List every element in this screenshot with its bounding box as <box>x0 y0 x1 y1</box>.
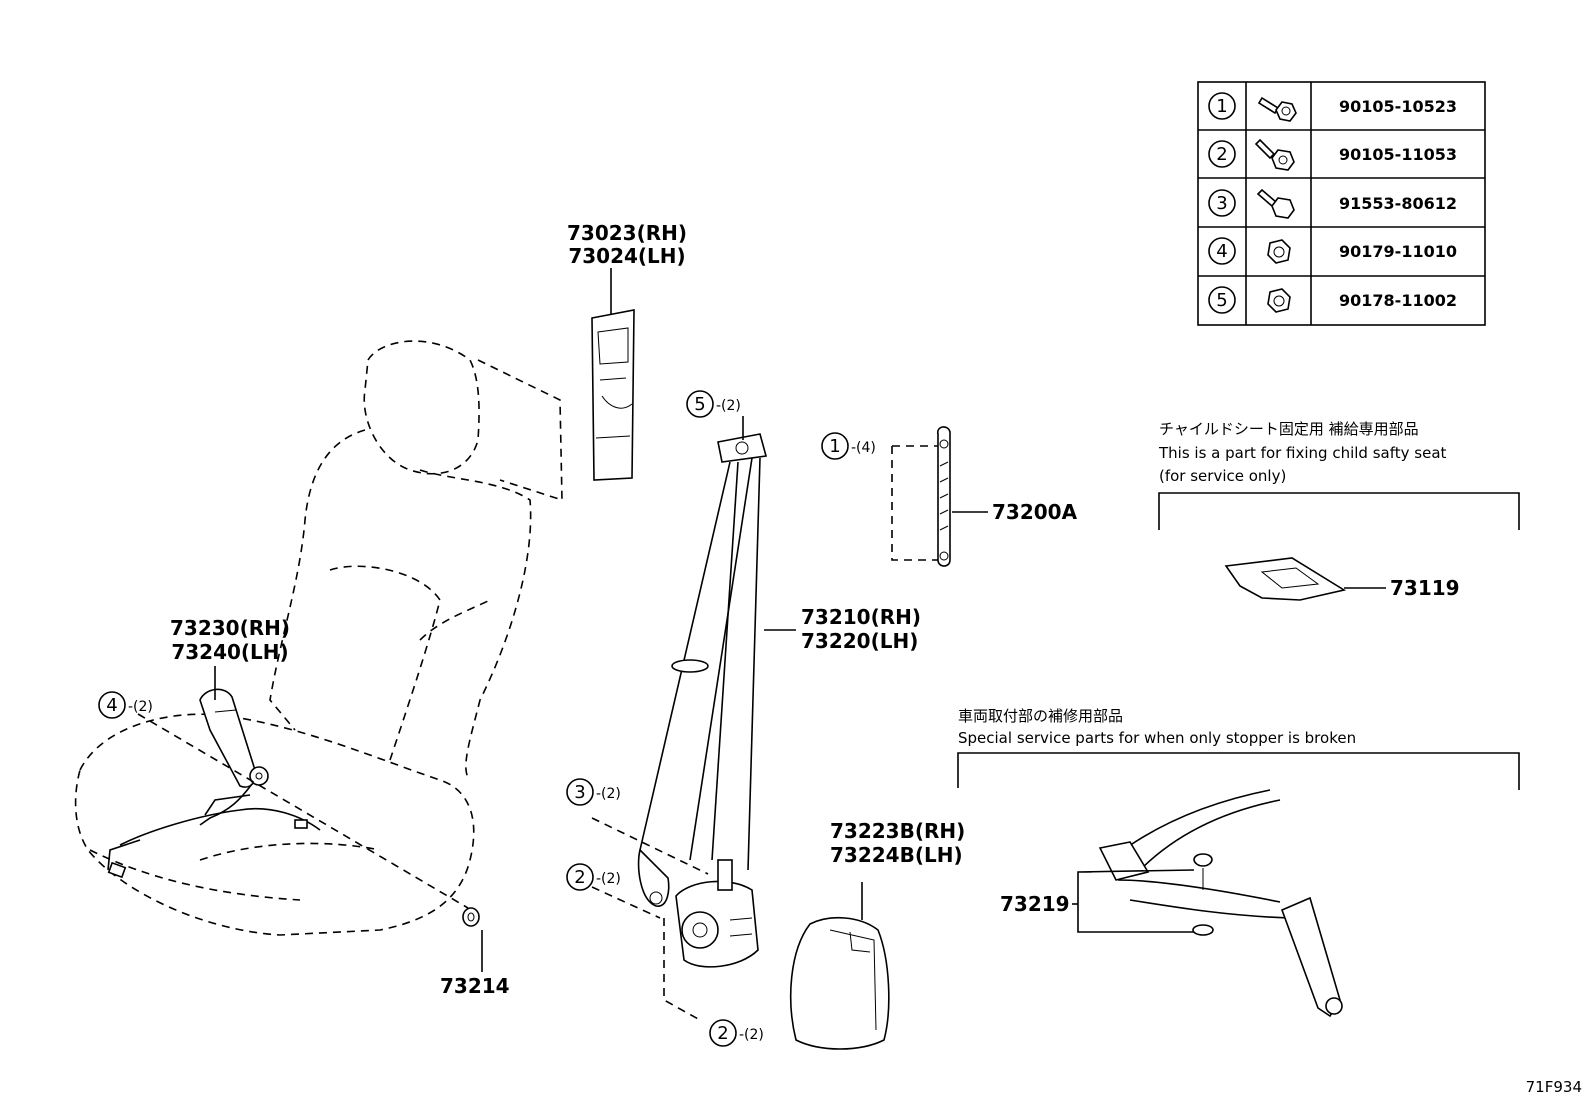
ref-number: 4 <box>1216 241 1227 262</box>
svg-text:-(2): -(2) <box>716 398 741 414</box>
svg-text:-(2): -(2) <box>739 1027 764 1043</box>
part-label: 73224B(LH) <box>830 843 963 867</box>
table-row: 5 90178-11002 <box>1208 286 1457 314</box>
part-label: 73230(RH) <box>170 616 290 640</box>
callout-3: 3 -(2) <box>566 778 621 806</box>
callout-2: 2 -(2) <box>566 863 621 891</box>
ref-circle <box>1208 189 1236 217</box>
stopper-note-en: Special service parts for when only stop… <box>958 729 1356 747</box>
figure-id: 71F934 <box>1526 1078 1582 1096</box>
part-label: 73119 <box>1390 576 1460 600</box>
svg-text:4: 4 <box>106 695 117 716</box>
ref-number: 5 <box>1216 290 1227 311</box>
ref-number: 1 <box>1216 96 1227 117</box>
table-row: 2 90105-11053 <box>1208 138 1457 171</box>
callout-1: 1 -(4) <box>821 432 876 460</box>
part-label: 73200A <box>992 500 1078 524</box>
seat-outline <box>74 340 563 936</box>
svg-text:5: 5 <box>694 394 705 415</box>
part-label: 73024(LH) <box>568 244 685 268</box>
part-label: 73023(RH) <box>567 221 687 245</box>
part-label: 73240(LH) <box>171 640 288 664</box>
part-label: 73219 <box>1000 892 1070 916</box>
bolt-icon <box>1256 188 1295 219</box>
seat-belt-assembly <box>637 433 768 968</box>
stopper-set <box>1098 789 1343 1018</box>
callout-4: 4 -(2) <box>98 691 153 719</box>
child-seat-note-en-2: (for service only) <box>1159 467 1286 485</box>
seat-belt-buckle <box>199 688 269 826</box>
washer <box>462 907 480 927</box>
child-seat-note: チャイルドシート固定用 補給専用部品 This is a part for fi… <box>1158 420 1520 530</box>
table-row: 3 91553-80612 <box>1208 188 1457 219</box>
pillar-cover <box>591 309 635 481</box>
callout-5: 5 -(2) <box>686 390 741 418</box>
bolt-with-washer-icon <box>1257 96 1297 122</box>
ref-circle <box>1208 140 1236 168</box>
fastener-table: 1 90105-10523 2 90105-11053 3 <box>1197 81 1486 326</box>
shoulder-belt-adjuster <box>937 426 951 567</box>
nut-icon <box>1267 288 1291 313</box>
part-label: 73223B(RH) <box>830 819 965 843</box>
svg-text:3: 3 <box>574 782 585 803</box>
ref-circle <box>1208 92 1236 120</box>
child-seat-fixing-plate <box>1224 557 1347 601</box>
stopper-note-jp: 車両取付部の補修用部品 <box>958 707 1123 725</box>
table-row: 4 90179-11010 <box>1208 237 1457 265</box>
ref-number: 2 <box>1216 144 1227 165</box>
child-seat-note-jp: チャイルドシート固定用 補給専用部品 <box>1159 420 1419 438</box>
svg-text:-(4): -(4) <box>851 440 876 456</box>
svg-text:2: 2 <box>717 1023 728 1044</box>
svg-text:-(2): -(2) <box>128 699 153 715</box>
svg-text:1: 1 <box>829 436 840 457</box>
svg-text:-(2): -(2) <box>596 871 621 887</box>
part-label: 73210(RH) <box>801 605 921 629</box>
part-number: 90179-11010 <box>1339 242 1457 261</box>
stopper-note: 車両取付部の補修用部品 Special service parts for wh… <box>957 707 1520 790</box>
part-label: 73214 <box>440 974 510 998</box>
part-label: 73220(LH) <box>801 629 918 653</box>
part-number: 90105-11053 <box>1339 145 1457 164</box>
ref-circle <box>1208 286 1236 314</box>
ref-number: 3 <box>1216 193 1227 214</box>
svg-text:2: 2 <box>574 867 585 888</box>
child-seat-note-en-1: This is a part for fixing child safty se… <box>1158 444 1447 462</box>
table-row: 1 90105-10523 <box>1208 92 1457 122</box>
bolt-with-washer-icon <box>1254 138 1295 171</box>
callout-2: 2 -(2) <box>709 1019 764 1047</box>
part-number: 90178-11002 <box>1339 291 1457 310</box>
part-number: 91553-80612 <box>1339 194 1457 213</box>
retractor-cover <box>789 916 890 1050</box>
fastener-leaders <box>137 416 938 1021</box>
stopper-bracket <box>1077 869 1195 933</box>
part-number: 90105-10523 <box>1339 97 1457 116</box>
svg-text:-(2): -(2) <box>596 786 621 802</box>
nut-icon <box>1267 239 1291 264</box>
ref-circle <box>1208 237 1236 265</box>
